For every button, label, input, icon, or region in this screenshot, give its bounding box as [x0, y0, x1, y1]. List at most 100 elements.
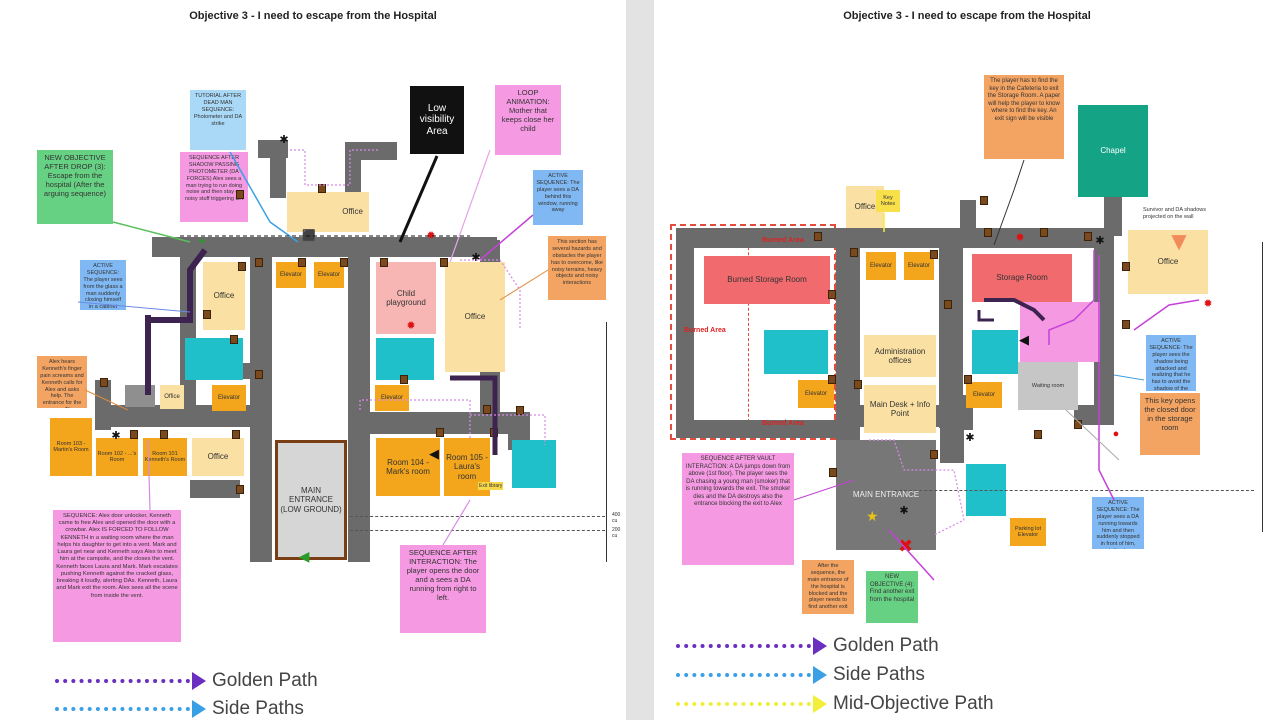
- eye-icon: ◀: [1019, 332, 1029, 347]
- door: [1034, 430, 1042, 439]
- door: [380, 258, 388, 267]
- elevator-c: Elevator: [798, 380, 834, 408]
- child-playground: Child playground: [376, 262, 436, 334]
- side-path-line: [442, 499, 471, 546]
- door: [1084, 232, 1092, 241]
- door: [232, 430, 240, 439]
- corridor: [676, 228, 694, 438]
- legend-golden-label: Golden Path: [212, 670, 318, 691]
- note-sequence-shadow: SEQUENCE AFTER SHADOW PASSING PHOTOMETER…: [180, 152, 248, 222]
- note-hazards: This section has several hazards and obs…: [548, 236, 606, 300]
- door: [854, 380, 862, 389]
- door: [236, 190, 244, 199]
- low-visibility-area: Low visibility Area: [410, 86, 464, 154]
- legend-mid-label: Mid-Objective Path: [833, 693, 994, 714]
- corridor: [190, 480, 240, 498]
- mid-dots: [676, 701, 811, 706]
- note-new-objective: NEW OBJECTIVE (4): Find another exit fro…: [866, 571, 918, 623]
- star-icon: ✦: [197, 236, 207, 248]
- door: [400, 375, 408, 384]
- elevation-label: 400 cu: [612, 512, 621, 524]
- note-after-sequence: After the sequence, the main entrance of…: [802, 560, 854, 614]
- enemy-icon: ✹: [426, 230, 436, 242]
- door: [930, 250, 938, 259]
- door: [1040, 228, 1048, 237]
- corridor: [125, 385, 155, 407]
- note-sequence-vault: SEQUENCE AFTER VAULT INTERACTION: A DA j…: [682, 453, 794, 565]
- eye-icon: ◀: [429, 446, 439, 461]
- corridor: [939, 248, 963, 428]
- enemy-icon: ✱: [965, 432, 975, 444]
- mid-arrow-icon: [813, 694, 827, 713]
- note-survivor-shadows: Survivor and DA shadows projected on the…: [1143, 207, 1206, 220]
- side-dots: [55, 706, 190, 711]
- elevator-d: Elevator: [966, 382, 1002, 408]
- note-key-cafeteria: The player has to find the key in the Ca…: [984, 75, 1064, 159]
- door: [483, 405, 491, 414]
- enemy-icon: ✹: [406, 320, 416, 332]
- enemy-icon: ✹: [1015, 232, 1025, 244]
- door: [203, 310, 211, 319]
- room-104: Room 104 - Mark's room: [376, 438, 440, 496]
- board-gutter: [626, 0, 654, 720]
- room-101: Room 101 Kenneth's Room: [143, 438, 187, 476]
- exit-label: Exit library: [478, 482, 504, 490]
- note-active-sequence-left: ACTIVE SEQUENCE: The player sees from th…: [80, 260, 126, 310]
- main-desk: Main Desk + Info Point: [864, 385, 936, 433]
- legend-golden-path: Golden Path: [55, 670, 318, 692]
- note-loop-animation: LOOP ANIMATION: Mother that keeps close …: [495, 85, 561, 155]
- enemy-icon: ✱: [1095, 235, 1105, 247]
- teal-room-right: [972, 330, 1018, 374]
- golden-path-line: [148, 248, 208, 323]
- door: [230, 335, 238, 344]
- door: [850, 248, 858, 257]
- door: [516, 406, 524, 415]
- side-path-line: [499, 269, 549, 301]
- teal-room-right: [376, 338, 434, 380]
- door: [298, 258, 306, 267]
- door: [944, 300, 952, 309]
- door: [1122, 320, 1130, 329]
- corridor: [940, 428, 964, 463]
- level-line: [350, 516, 605, 517]
- golden-arrow-icon: [192, 671, 206, 690]
- enemy-icon: ✱: [471, 252, 481, 264]
- door: [130, 430, 138, 439]
- corridor: [370, 412, 530, 434]
- door: [100, 378, 108, 387]
- office-bottom: Office: [192, 438, 244, 476]
- corridor: [270, 158, 286, 198]
- side-dots: [676, 672, 811, 677]
- room-103: Room 103 - Martin's Room: [50, 418, 92, 476]
- corridor: [95, 380, 111, 430]
- burned-area-label: Burned Area: [762, 420, 804, 427]
- pink-room: [1020, 302, 1100, 362]
- door: [828, 290, 836, 299]
- scale-line: [1262, 242, 1263, 532]
- exit-icon: ◀: [298, 548, 310, 564]
- scale-line: [606, 322, 607, 562]
- door: [814, 232, 822, 241]
- elevation-label: 200 cu: [612, 527, 621, 539]
- door: [255, 370, 263, 379]
- office-left: Office: [203, 262, 245, 330]
- door: [340, 258, 348, 267]
- door: [1074, 420, 1082, 429]
- key-notes: Key Notes: [876, 190, 900, 212]
- enemy-icon: ✱: [111, 430, 121, 442]
- legend-golden-label: Golden Path: [833, 635, 939, 656]
- office-right: Office: [445, 262, 505, 372]
- door: [984, 228, 992, 237]
- note-sequence-alex: SEQUENCE: Alex door unlocker, Kenneth ca…: [53, 510, 181, 642]
- corridor: [960, 200, 976, 230]
- elevator-b: Elevator: [904, 252, 934, 280]
- level-line: [894, 490, 1254, 491]
- door: [828, 375, 836, 384]
- note-sequence-interaction: SEQUENCE AFTER INTERACTION: The player o…: [400, 545, 486, 633]
- door: [238, 262, 246, 271]
- side-path-line: [1133, 299, 1200, 331]
- light-cone-icon: ▼: [1166, 226, 1192, 256]
- side-path-line: [1113, 374, 1145, 381]
- door: [1122, 262, 1130, 271]
- blocked-exit-icon: ✖: [898, 536, 914, 556]
